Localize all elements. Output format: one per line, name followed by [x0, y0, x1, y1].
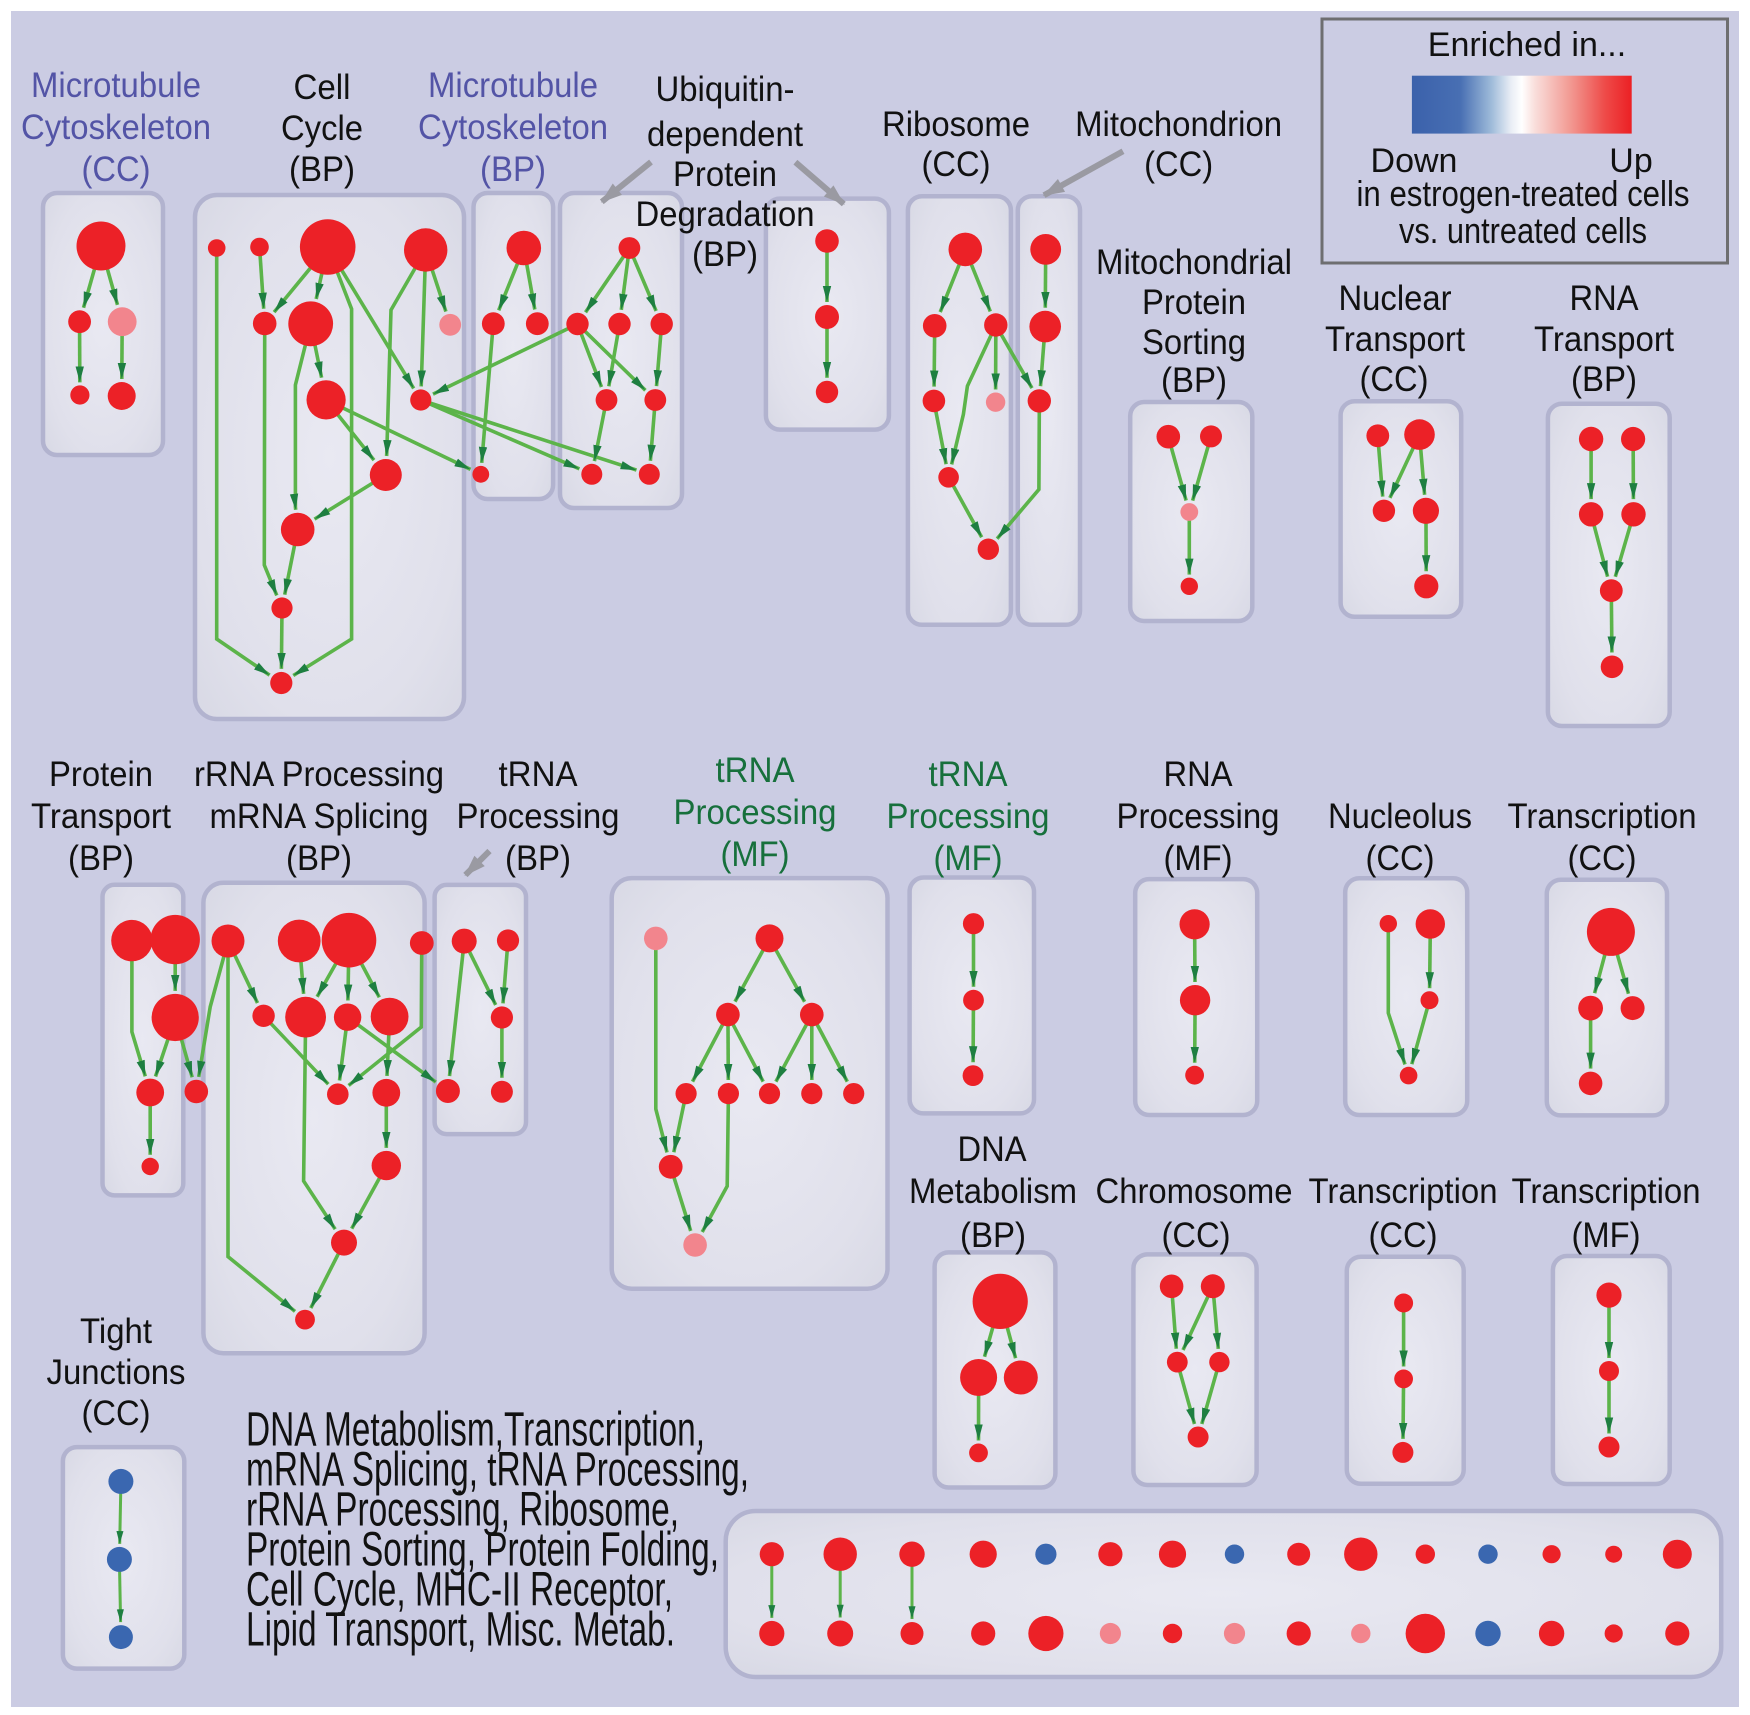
svg-text:in estrogen-treated cells: in estrogen-treated cells [1357, 173, 1690, 214]
svg-text:Cell: Cell [294, 68, 351, 107]
svg-text:tRNA: tRNA [716, 751, 796, 790]
svg-text:Nucleolus: Nucleolus [1328, 797, 1472, 836]
svg-text:tRNA: tRNA [929, 755, 1009, 794]
svg-text:Microtubule: Microtubule [428, 66, 598, 105]
svg-text:(CC): (CC) [922, 145, 991, 184]
svg-text:(CC): (CC) [1144, 145, 1213, 184]
svg-text:RNA: RNA [1570, 279, 1640, 318]
svg-text:Protein: Protein [673, 155, 777, 194]
svg-text:Ubiquitin-: Ubiquitin- [656, 70, 795, 109]
svg-text:(CC): (CC) [1366, 839, 1435, 878]
svg-text:(CC): (CC) [1568, 839, 1637, 878]
svg-text:(MF): (MF) [1164, 839, 1233, 878]
svg-text:Transcription: Transcription [1508, 797, 1697, 836]
svg-text:(BP): (BP) [289, 150, 355, 189]
svg-text:Up: Up [1609, 142, 1652, 180]
svg-text:(CC): (CC) [1360, 360, 1429, 399]
svg-text:DNA Metabolism,Transcription,: DNA Metabolism,Transcription, [246, 1404, 705, 1457]
svg-text:Processing: Processing [1117, 797, 1280, 836]
svg-text:(CC): (CC) [82, 150, 151, 189]
svg-text:Cycle: Cycle [281, 109, 363, 148]
svg-text:mRNA Splicing, tRNA Processing: mRNA Splicing, tRNA Processing, [246, 1444, 749, 1497]
svg-text:DNA: DNA [958, 1130, 1028, 1169]
svg-text:RNA: RNA [1164, 755, 1234, 794]
svg-text:Down: Down [1371, 142, 1458, 180]
svg-text:Protein: Protein [49, 755, 153, 794]
svg-text:Lipid Transport, Misc. Metab.: Lipid Transport, Misc. Metab. [246, 1604, 675, 1657]
svg-text:Enriched in...: Enriched in... [1428, 26, 1626, 64]
svg-text:(BP): (BP) [960, 1216, 1026, 1255]
svg-text:(MF): (MF) [1572, 1216, 1641, 1255]
svg-text:(BP): (BP) [68, 839, 134, 878]
svg-text:Degradation: Degradation [636, 195, 815, 234]
svg-text:Transcription: Transcription [1309, 1172, 1498, 1211]
svg-text:Cytoskeleton: Cytoskeleton [21, 108, 211, 147]
svg-text:Transport: Transport [31, 797, 171, 836]
svg-text:rRNA Processing, Ribosome,: rRNA Processing, Ribosome, [246, 1484, 679, 1537]
svg-text:(CC): (CC) [1162, 1216, 1231, 1255]
svg-text:(BP): (BP) [480, 150, 546, 189]
svg-text:Ribosome: Ribosome [882, 105, 1030, 144]
svg-text:Cytoskeleton: Cytoskeleton [418, 108, 608, 147]
svg-text:Processing: Processing [887, 797, 1050, 836]
svg-text:(BP): (BP) [1571, 360, 1637, 399]
svg-text:(MF): (MF) [721, 835, 790, 874]
svg-text:Processing: Processing [674, 793, 837, 832]
svg-text:vs. untreated cells: vs. untreated cells [1399, 210, 1647, 251]
svg-text:tRNA: tRNA [499, 755, 579, 794]
svg-text:Protein: Protein [1142, 283, 1246, 322]
svg-text:(BP): (BP) [692, 235, 758, 274]
svg-text:Metabolism: Metabolism [909, 1172, 1077, 1211]
svg-text:Cell Cycle, MHC-II Receptor,: Cell Cycle, MHC-II Receptor, [246, 1564, 673, 1617]
svg-text:Mitochondrial: Mitochondrial [1096, 243, 1292, 282]
svg-text:Transport: Transport [1534, 320, 1674, 359]
svg-text:Mitochondrion: Mitochondrion [1075, 105, 1282, 144]
svg-text:(CC): (CC) [1369, 1216, 1438, 1255]
svg-text:Chromosome: Chromosome [1096, 1172, 1293, 1211]
svg-text:(CC): (CC) [82, 1394, 151, 1433]
svg-text:dependent: dependent [647, 115, 803, 154]
svg-text:Nuclear: Nuclear [1339, 279, 1452, 318]
svg-text:Junctions: Junctions [47, 1353, 186, 1392]
svg-text:(MF): (MF) [934, 839, 1003, 878]
svg-text:Microtubule: Microtubule [31, 66, 201, 105]
svg-text:Transport: Transport [1325, 320, 1465, 359]
svg-text:Processing: Processing [457, 797, 620, 836]
svg-text:mRNA Splicing: mRNA Splicing [210, 797, 429, 836]
svg-text:Tight: Tight [80, 1312, 152, 1351]
svg-text:(BP): (BP) [286, 839, 352, 878]
svg-text:Protein Sorting, Protein Foldi: Protein Sorting, Protein Folding, [246, 1524, 719, 1577]
svg-text:(BP): (BP) [1161, 361, 1227, 400]
svg-text:Sorting: Sorting [1142, 323, 1246, 362]
svg-text:rRNA Processing: rRNA Processing [194, 755, 444, 794]
svg-text:(BP): (BP) [505, 839, 571, 878]
svg-text:Transcription: Transcription [1512, 1172, 1701, 1211]
